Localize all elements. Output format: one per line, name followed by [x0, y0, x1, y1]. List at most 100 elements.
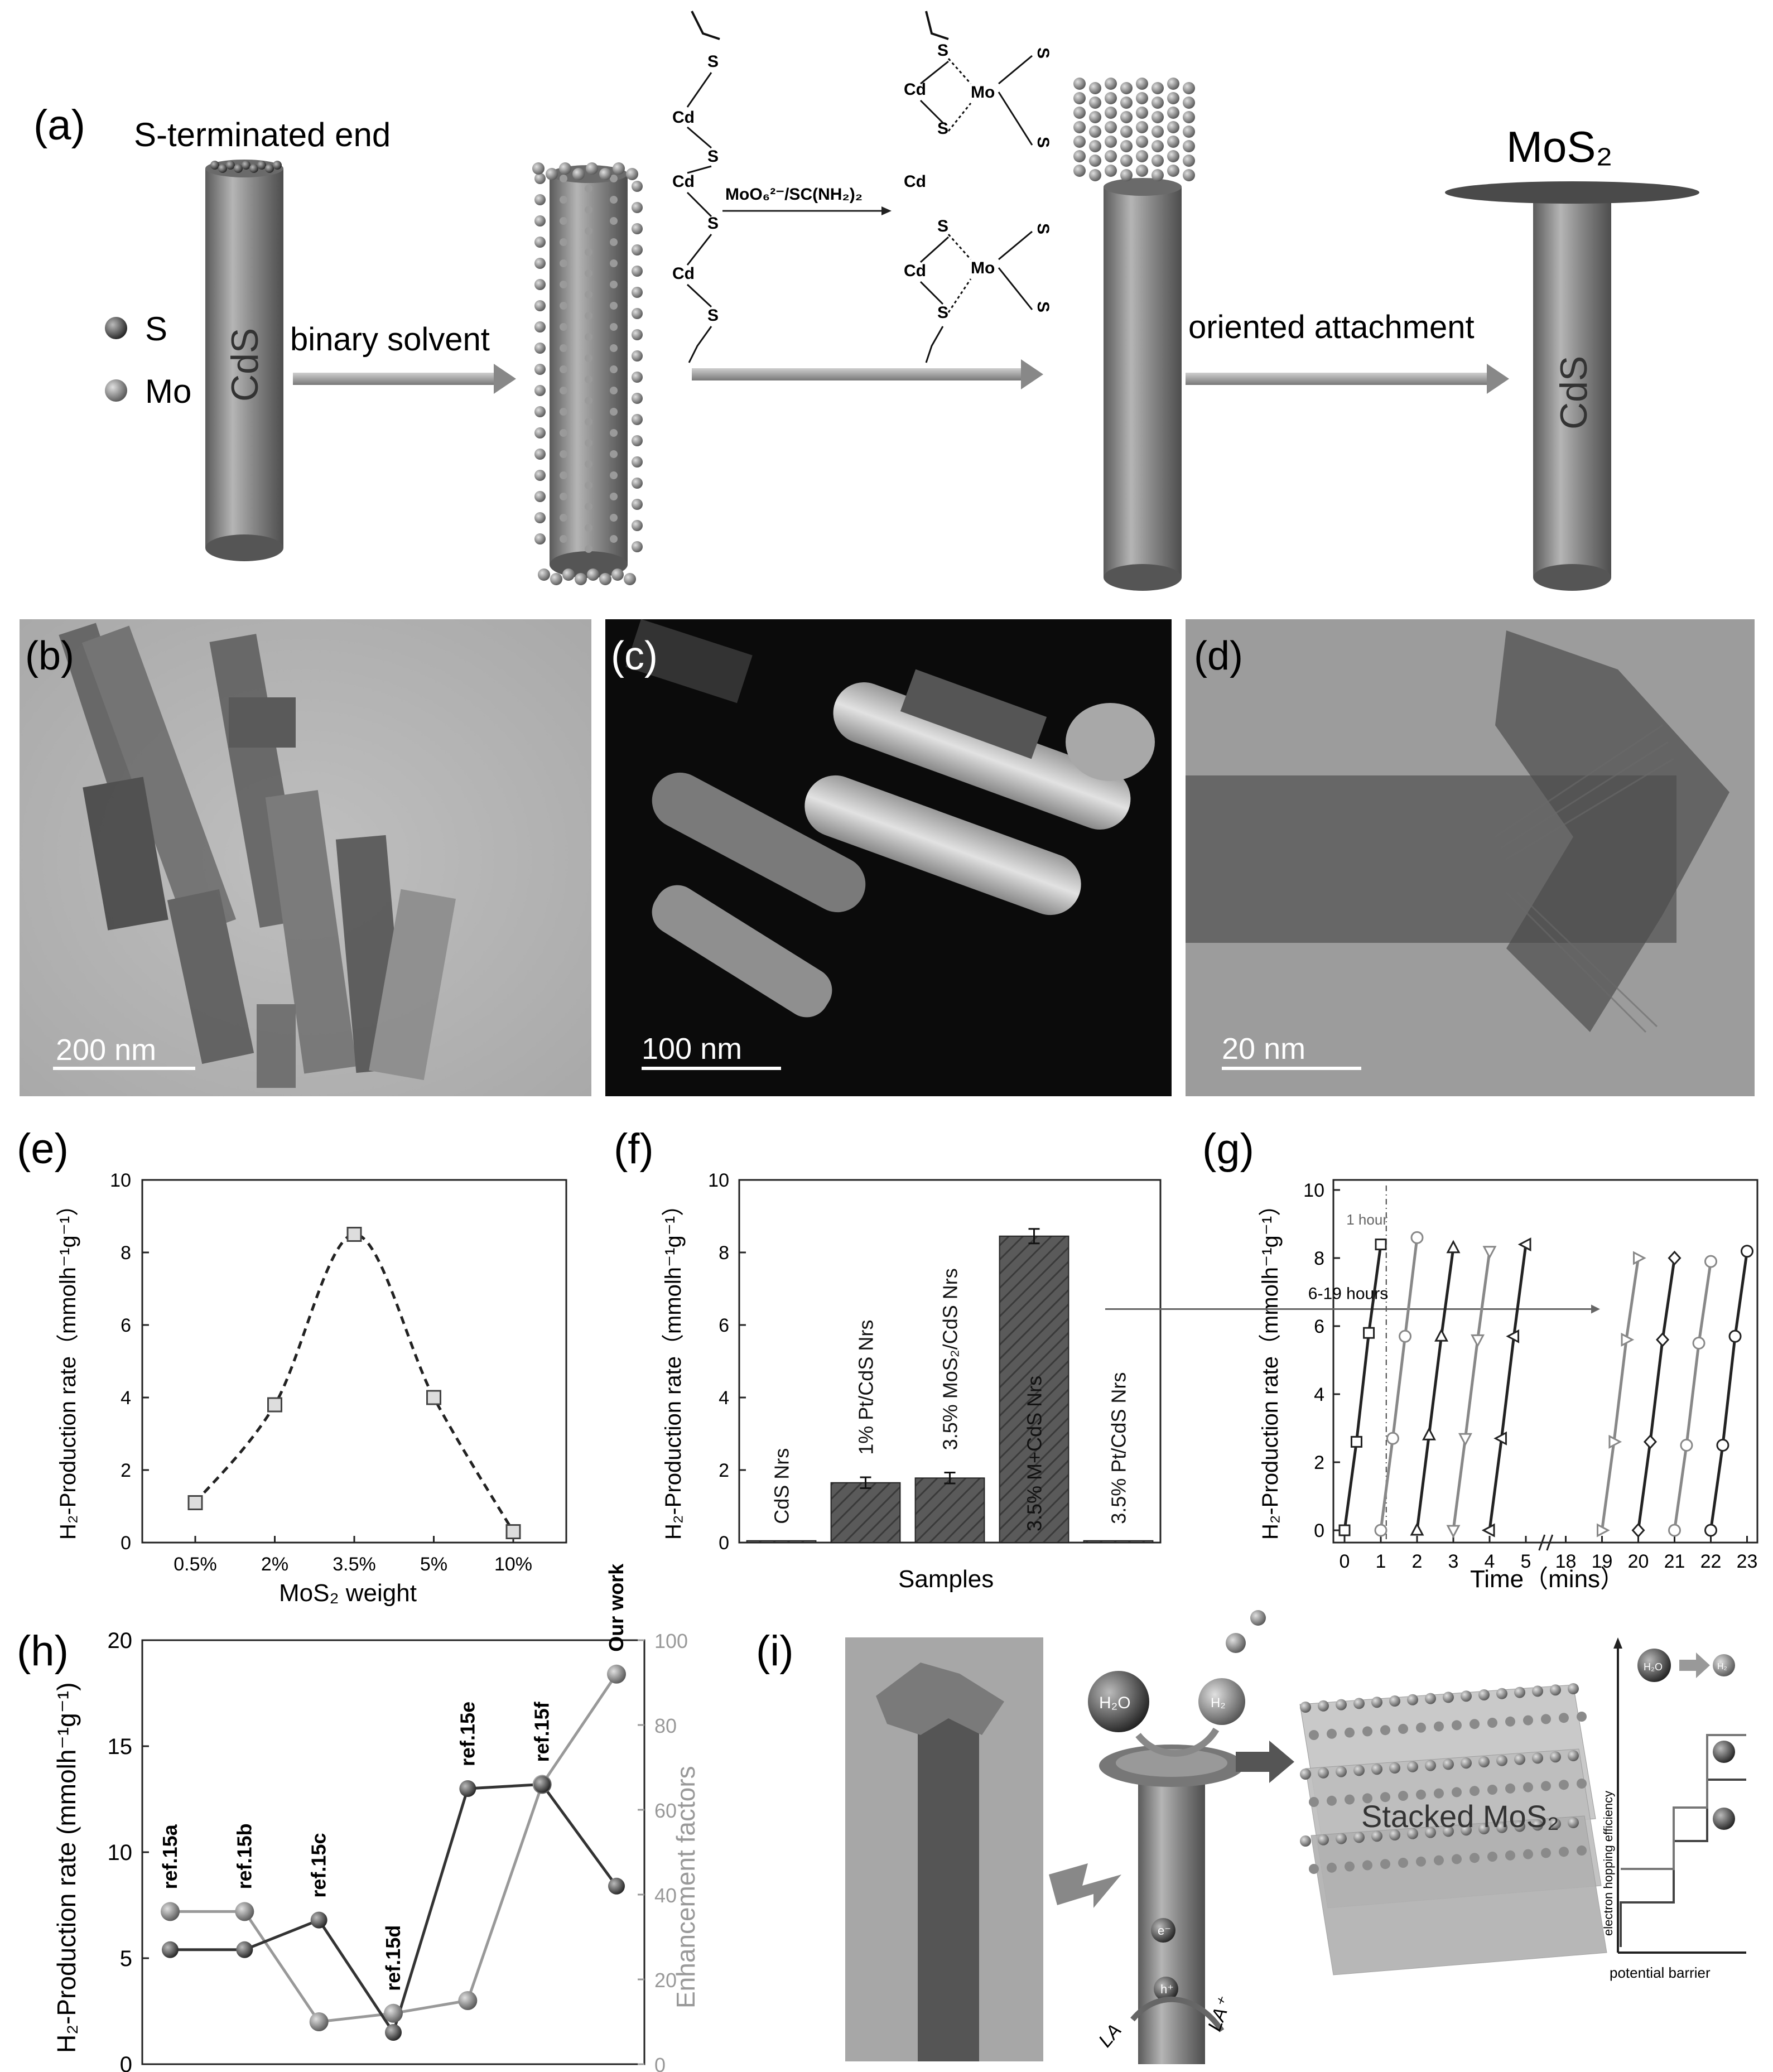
enhancement-point	[607, 1664, 626, 1684]
mos2-atom	[1532, 1685, 1543, 1697]
cycle-line	[1343, 1244, 1382, 1531]
data-point	[1621, 1332, 1635, 1347]
mos2-cluster-atom	[1152, 169, 1164, 181]
data-point	[1399, 1329, 1412, 1343]
bar	[830, 1482, 901, 1543]
mos2-cluster-atom	[1152, 82, 1164, 94]
chart-h-y2label: Enhancement factors	[671, 1766, 700, 2008]
y-tick-label: 8	[1314, 1248, 1324, 1269]
surface-atom	[585, 397, 592, 404]
surface-atom	[560, 535, 567, 543]
x-tick-label: 5	[1521, 1551, 1531, 1572]
data-point	[1656, 1332, 1670, 1347]
mos2-atom	[1514, 1686, 1525, 1698]
mos2-cluster-atom	[1073, 121, 1086, 133]
mos2-atom	[1416, 1722, 1426, 1733]
s-atom	[218, 164, 227, 173]
energy-h2o: H₂O	[1644, 1661, 1663, 1673]
mos2-atom	[1523, 1715, 1533, 1726]
panel-b-label: (b)	[25, 634, 74, 678]
surface-atom	[560, 514, 567, 522]
mos2-atom	[1452, 1720, 1462, 1731]
surface-atom	[610, 387, 618, 394]
mos2-atom	[1559, 1847, 1569, 1857]
s-atom	[226, 161, 235, 170]
data-point	[187, 1495, 203, 1510]
mos2-atom	[1461, 1824, 1472, 1836]
decorated-rod	[532, 162, 643, 585]
mos2-atom	[1318, 1700, 1329, 1712]
bar	[999, 1235, 1069, 1543]
surface-atom	[560, 387, 567, 394]
svg-text:S: S	[1034, 223, 1052, 234]
mos2-cluster-atom	[1120, 126, 1133, 138]
mo-atom	[538, 568, 550, 581]
mo-atom	[546, 168, 558, 180]
mo-atom	[632, 329, 643, 340]
mos2-cluster-atom	[1073, 136, 1086, 148]
mos2-cluster-atom	[1073, 165, 1086, 177]
y-tick-label: 0	[719, 1533, 729, 1554]
rate-point	[533, 1776, 551, 1793]
panel-d-scalebar-label: 20 nm	[1222, 1032, 1305, 1066]
mos2-atom	[1577, 1779, 1587, 1789]
mos2-atom	[1336, 1833, 1347, 1844]
svg-text:Mo: Mo	[971, 259, 995, 277]
panel-g-label: (g)	[1202, 1125, 1254, 1173]
x-tick-label: 0.5%	[174, 1554, 217, 1575]
data-point	[1446, 1525, 1461, 1539]
surface-atom	[610, 302, 618, 310]
mos2-atom	[1532, 1752, 1543, 1764]
reference-label: ref.15f	[531, 1701, 553, 1762]
mos2-cluster-atom	[1073, 92, 1086, 104]
mos2-cluster-atom	[1105, 150, 1117, 162]
surface-atom	[610, 323, 618, 331]
panel-e-label: (e)	[17, 1125, 69, 1173]
rate-point	[459, 1780, 476, 1797]
mos2-atom	[1327, 1862, 1337, 1873]
y-tick-label: 0	[1314, 1520, 1324, 1541]
cds-rod-with-mos2-cap: MoS₂ CdS	[1445, 122, 1699, 591]
surface-atom	[610, 238, 618, 246]
x-tick-label: 1	[1376, 1551, 1386, 1572]
ligand-chain-left: S Cd S Cd S Cd S	[672, 11, 720, 363]
h2-ball	[1198, 1678, 1245, 1725]
mo-atom	[632, 202, 643, 213]
mo-atom	[626, 168, 638, 180]
x-tick-label: 2	[1412, 1551, 1423, 1572]
mo-atom	[632, 287, 643, 298]
mos2-cluster-atom	[1136, 92, 1148, 104]
mo-atom	[534, 533, 546, 544]
mos2-cluster-atom	[1105, 92, 1117, 104]
svg-text:Mo: Mo	[971, 83, 995, 102]
data-point	[1631, 1522, 1645, 1538]
data-point	[1608, 1434, 1622, 1449]
surface-atom	[585, 439, 592, 447]
mo-atom	[534, 321, 546, 333]
y-tick-label: 6	[121, 1315, 131, 1336]
mos2-atom	[1371, 1697, 1382, 1708]
enhancement-point	[384, 2003, 403, 2023]
mos2-cluster-atom	[1183, 155, 1195, 167]
legend-mo-ball	[105, 379, 127, 402]
svg-text:Cd: Cd	[672, 264, 695, 283]
rate-point	[236, 1941, 253, 1958]
panel-h-label: (h)	[17, 1627, 69, 1675]
mos2-atom	[1461, 1690, 1472, 1702]
mos2-cluster-atom	[1183, 169, 1195, 181]
mos2-cluster-atom	[1136, 121, 1148, 133]
surface-atom	[610, 450, 618, 458]
reference-label: ref.15c	[307, 1833, 330, 1898]
mos2-atom	[1318, 1767, 1329, 1779]
surface-atom	[585, 481, 592, 489]
surface-atom	[560, 493, 567, 500]
surface-atom	[560, 281, 567, 288]
mos2-atom	[1461, 1757, 1472, 1769]
mos2-atom	[1568, 1817, 1579, 1828]
mos2-atom	[1362, 1860, 1372, 1871]
data-point	[1668, 1250, 1682, 1266]
s-atom	[249, 164, 258, 173]
data-point	[1410, 1231, 1424, 1244]
mos2-cap-label: MoS₂	[1506, 122, 1613, 171]
